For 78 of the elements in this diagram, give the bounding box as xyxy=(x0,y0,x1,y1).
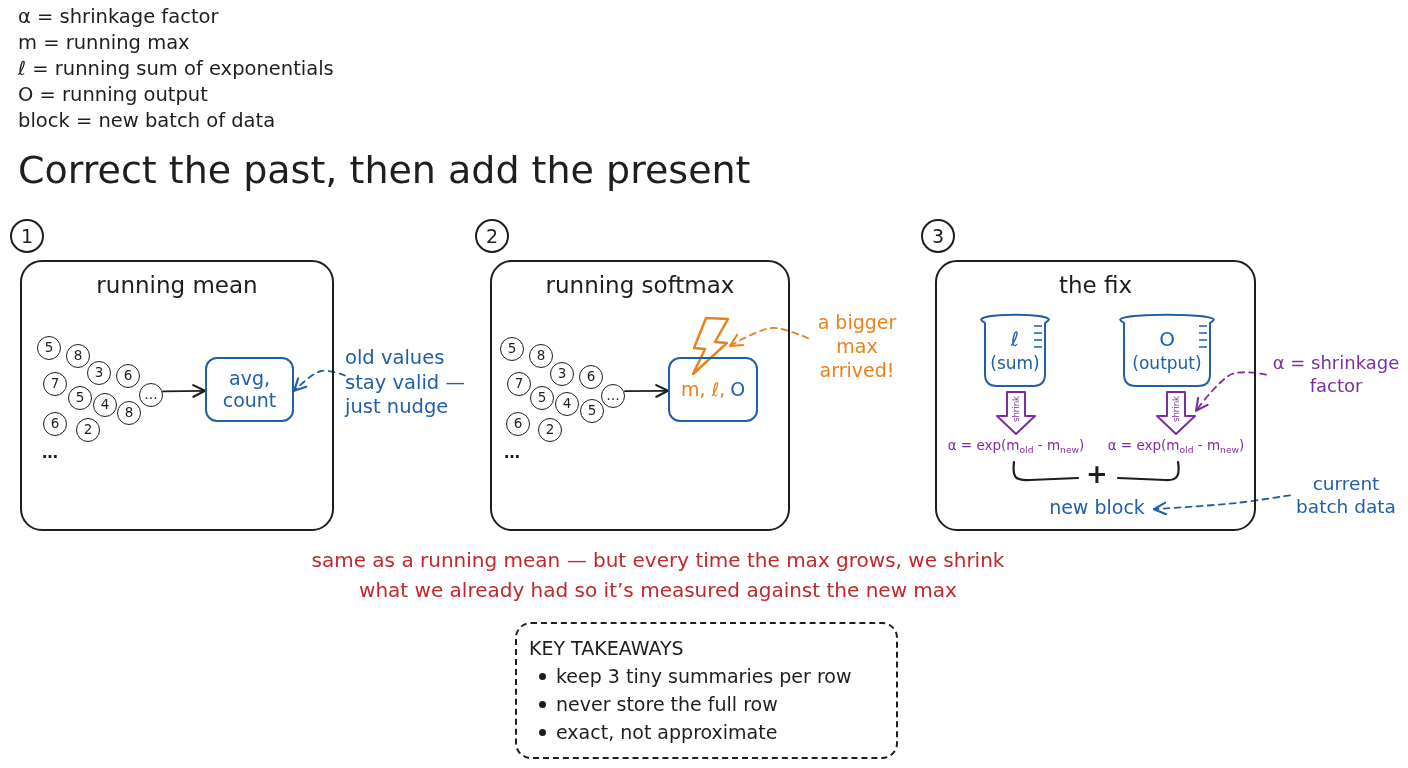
circle-number: 5 xyxy=(75,391,85,405)
circle-number: 5 xyxy=(537,391,547,405)
ellipsis: … xyxy=(504,443,520,463)
arrow-label: shrink xyxy=(1011,396,1021,422)
state-box xyxy=(205,357,294,422)
definition-text: ℓ = running sum of exponentials xyxy=(18,57,334,82)
circle-number: 6 xyxy=(123,369,133,383)
circle-number: 8 xyxy=(124,406,134,420)
lightning-icon xyxy=(690,316,730,376)
circle-number: 8 xyxy=(536,349,546,363)
variable-caption: (output) xyxy=(1132,352,1202,374)
arrow xyxy=(162,384,207,398)
panel xyxy=(935,260,1256,531)
circle-number: 7 xyxy=(50,377,60,391)
state-box xyxy=(668,357,758,422)
arrow xyxy=(624,384,670,398)
circle-number: 6 xyxy=(586,370,596,384)
formula: α = exp(m$_{old}$ - m$_{new}$) xyxy=(1107,437,1245,454)
takeaways-heading: KEY TAKEAWAYS xyxy=(529,637,684,659)
circle-number: 5 xyxy=(44,341,54,355)
circle-number: 7 xyxy=(514,377,524,391)
state-variables: m, ℓ, xyxy=(680,378,726,401)
output-variable: O xyxy=(730,378,746,401)
dashed-arrow xyxy=(1152,494,1291,516)
diagram-title: Correct the past, then add the present xyxy=(18,147,751,194)
panel-title: running mean xyxy=(96,272,258,300)
dashed-arrow xyxy=(728,327,809,348)
circle-number: 5 xyxy=(587,404,597,418)
panel xyxy=(490,260,790,531)
takeaways-box xyxy=(515,622,898,759)
beaker xyxy=(1118,312,1216,388)
circle-number: 5 xyxy=(507,342,517,356)
variable-symbol: O xyxy=(1159,326,1175,352)
step-circle xyxy=(10,219,44,253)
step-number: 1 xyxy=(20,226,34,246)
circle-number: 2 xyxy=(545,423,555,437)
panel xyxy=(20,260,334,531)
annotation: current batch data xyxy=(1290,472,1402,519)
step-circle xyxy=(921,219,955,253)
variable-caption: (sum) xyxy=(990,352,1040,374)
annotation: new block xyxy=(1040,496,1154,520)
definition-text: block = new batch of data xyxy=(18,109,276,134)
panel-title: running softmax xyxy=(545,272,735,300)
takeaway-item: keep 3 tiny summaries per row xyxy=(556,665,852,687)
annotation: α = shrinkage factor xyxy=(1266,352,1406,398)
step-number: 2 xyxy=(485,226,499,246)
definition-text: α = shrinkage factor xyxy=(18,5,219,30)
circle-number: 4 xyxy=(100,398,110,412)
annotation: old values stay valid — just nudge xyxy=(345,346,481,420)
beaker xyxy=(979,312,1051,388)
circle-number: 6 xyxy=(50,417,60,431)
circle-number: … xyxy=(144,388,158,402)
arrow-label: shrink xyxy=(1171,396,1181,422)
shrink-arrow xyxy=(1156,391,1196,435)
step-number: 3 xyxy=(931,226,945,246)
takeaway-item: never store the full row xyxy=(556,693,778,715)
plus-sign: + xyxy=(1086,461,1108,487)
caption-text: same as a running mean — but every time the max grows, we shrink what we already had so it’s measured against the new max xyxy=(310,547,1006,604)
circle-number: 3 xyxy=(94,366,104,380)
definition-text: O = running output xyxy=(18,83,208,108)
circle-number: 8 xyxy=(73,349,83,363)
dashed-arrow xyxy=(1194,371,1267,412)
ellipsis: … xyxy=(42,443,58,463)
step-circle xyxy=(475,219,509,253)
state-variables: avg, count xyxy=(221,367,278,412)
definition-text: m = running max xyxy=(18,31,190,56)
circle-number: … xyxy=(606,389,620,403)
panel-title: the fix xyxy=(1058,272,1133,300)
annotation: a bigger max arrived! xyxy=(808,311,906,383)
circle-number: 4 xyxy=(562,397,572,411)
circle-number: 2 xyxy=(83,423,93,437)
circle-number: 6 xyxy=(513,417,523,431)
variable-symbol: ℓ xyxy=(1010,326,1020,352)
shrink-arrow xyxy=(996,391,1036,435)
circle-number: 3 xyxy=(557,367,567,381)
formula: α = exp(m$_{old}$ - m$_{new}$) xyxy=(947,437,1085,454)
dashed-arrow xyxy=(292,369,346,392)
takeaway-item: exact, not approximate xyxy=(556,721,778,743)
